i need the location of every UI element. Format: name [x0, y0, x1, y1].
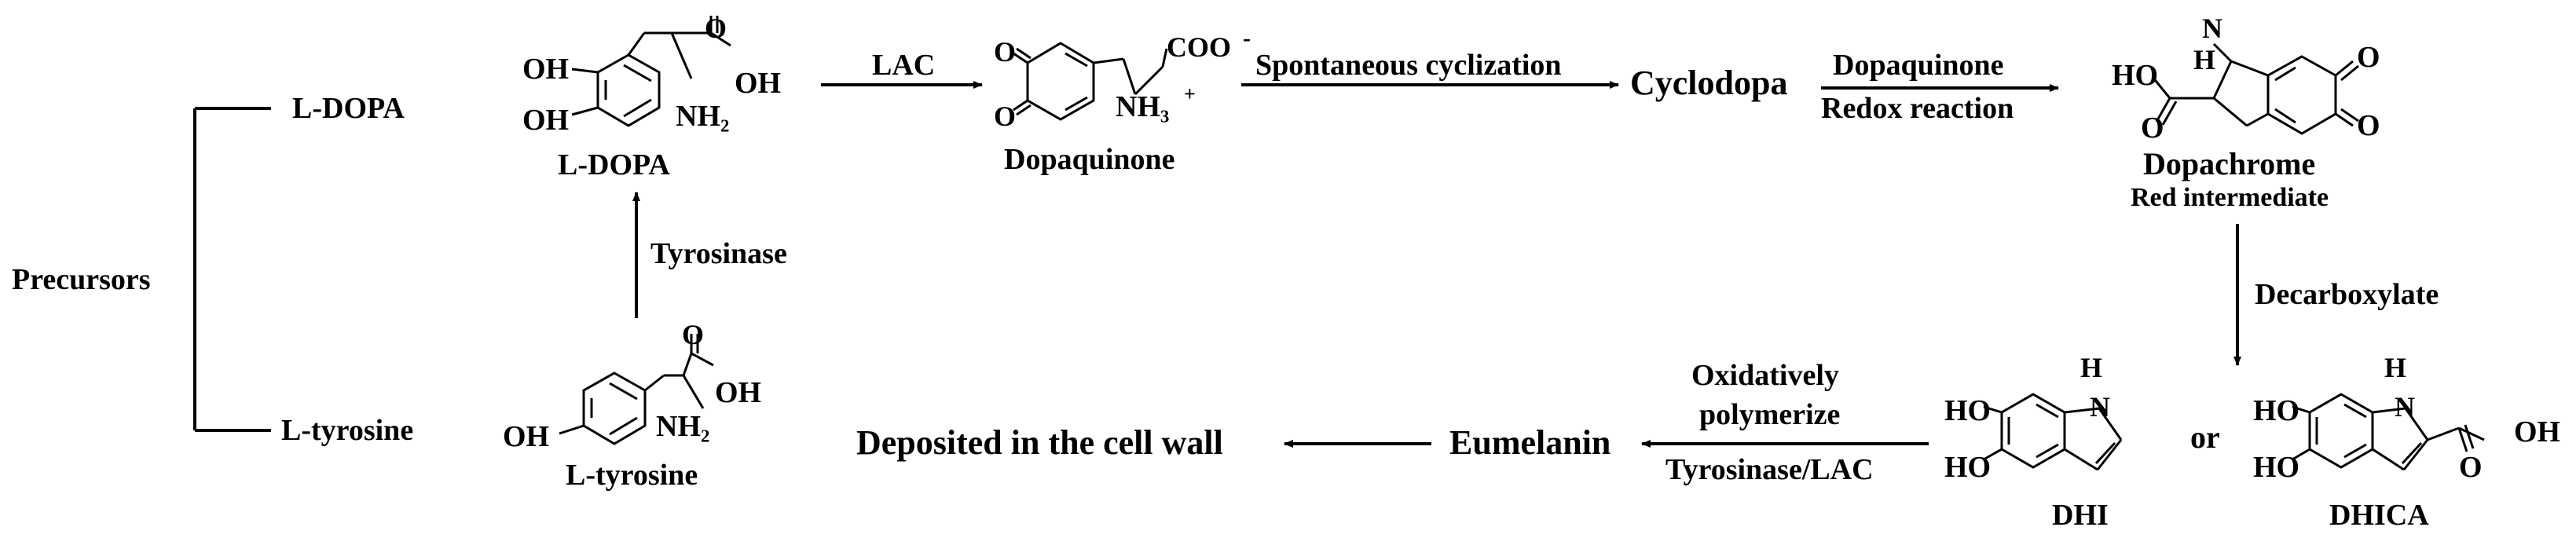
dopachrome-structure: [2151, 42, 2359, 135]
dhi-name: DHI: [2052, 499, 2109, 532]
dhica-h: H: [2384, 352, 2406, 383]
dopachrome-o-acid: O: [2141, 112, 2164, 145]
precursors-label: Precursors: [12, 263, 151, 296]
ldopa-name: L-DOPA: [558, 148, 670, 181]
dopaquinone-structure: [1013, 42, 1168, 121]
dhica-o: O: [2459, 451, 2483, 484]
dhi-ho-top: HO: [1944, 394, 1991, 427]
ldopa-acid-oh: OH: [735, 67, 781, 100]
dhi-ho-bottom: HO: [1944, 451, 1991, 484]
tyrosine-amine: NH₂: [656, 410, 709, 443]
cyclodopa-name: Cyclodopa: [1630, 64, 1787, 102]
tyrosine-acid-oh: OH: [715, 376, 761, 409]
dopachrome-o-top: O: [2357, 41, 2380, 74]
decarboxylate-label: Decarboxylate: [2255, 278, 2439, 311]
dhica-name: DHICA: [2329, 499, 2429, 532]
dopachrome-n: N: [2202, 13, 2222, 44]
deposited-label: Deposited in the cell wall: [856, 423, 1223, 462]
dhi-structure: [1983, 393, 2123, 471]
dhica-ho-top: HO: [2253, 394, 2299, 427]
polymerize-enzyme-label: Tyrosinase/LAC: [1665, 453, 1874, 486]
dhica-oh: OH: [2514, 415, 2560, 448]
spontaneous-cyclization-label: Spontaneous cyclization: [1255, 49, 1562, 82]
dhica-ho-bottom: HO: [2253, 451, 2299, 484]
ldopa-oh-top: OH: [522, 53, 569, 86]
ldopa-oh-bottom: OH: [522, 104, 569, 137]
or-text: or: [2190, 419, 2220, 455]
precursors-bracket: [193, 107, 271, 432]
ldopa-carbonyl-o: O: [705, 13, 727, 44]
lac-label: LAC: [872, 49, 935, 82]
dhi-h: H: [2080, 352, 2102, 383]
dopaquinone-ammonium: NH₃: [1116, 90, 1169, 123]
dopachrome-h: H: [2193, 44, 2215, 75]
dopaquinone-carboxylate: COO: [1167, 31, 1231, 63]
dhi-n: N: [2090, 391, 2110, 423]
dopachrome-subtitle: Red intermediate: [2131, 183, 2329, 212]
eumelanin-label: Eumelanin: [1449, 423, 1610, 462]
precursor-tyrosine-label: L-tyrosine: [281, 414, 413, 447]
dopaquinone-o-top: O: [994, 36, 1016, 68]
polymerize-label-line2: polymerize: [1699, 398, 1840, 431]
tyrosinase-label: Tyrosinase: [650, 237, 787, 270]
precursor-ldopa-label: L-DOPA: [292, 92, 405, 125]
polymerize-label-line1: Oxidatively: [1691, 359, 1839, 392]
dopaquinone-ammonium-charge: +: [1184, 82, 1196, 105]
tyrosine-structure: [559, 334, 714, 445]
dopachrome-name: Dopachrome: [2143, 146, 2315, 181]
ldopa-amine: NH₂: [676, 100, 729, 133]
redox-label-top: Dopaquinone: [1833, 49, 2004, 82]
ldopa-structure: [571, 16, 731, 127]
dopaquinone-carboxylate-charge: -: [1243, 25, 1251, 51]
tyrosine-name: L-tyrosine: [566, 459, 698, 492]
dopaquinone-o-bottom: O: [994, 101, 1016, 132]
dopachrome-ho: HO: [2112, 59, 2158, 92]
tyrosine-oh: OH: [503, 420, 549, 453]
tyrosine-carbonyl-o: O: [682, 319, 704, 350]
dopachrome-o-bottom: O: [2357, 109, 2380, 142]
dhica-n: N: [2395, 391, 2415, 423]
dhica-structure: [2292, 393, 2485, 471]
redox-label-bottom: Redox reaction: [1821, 92, 2014, 125]
dopaquinone-name: Dopaquinone: [1004, 143, 1175, 176]
